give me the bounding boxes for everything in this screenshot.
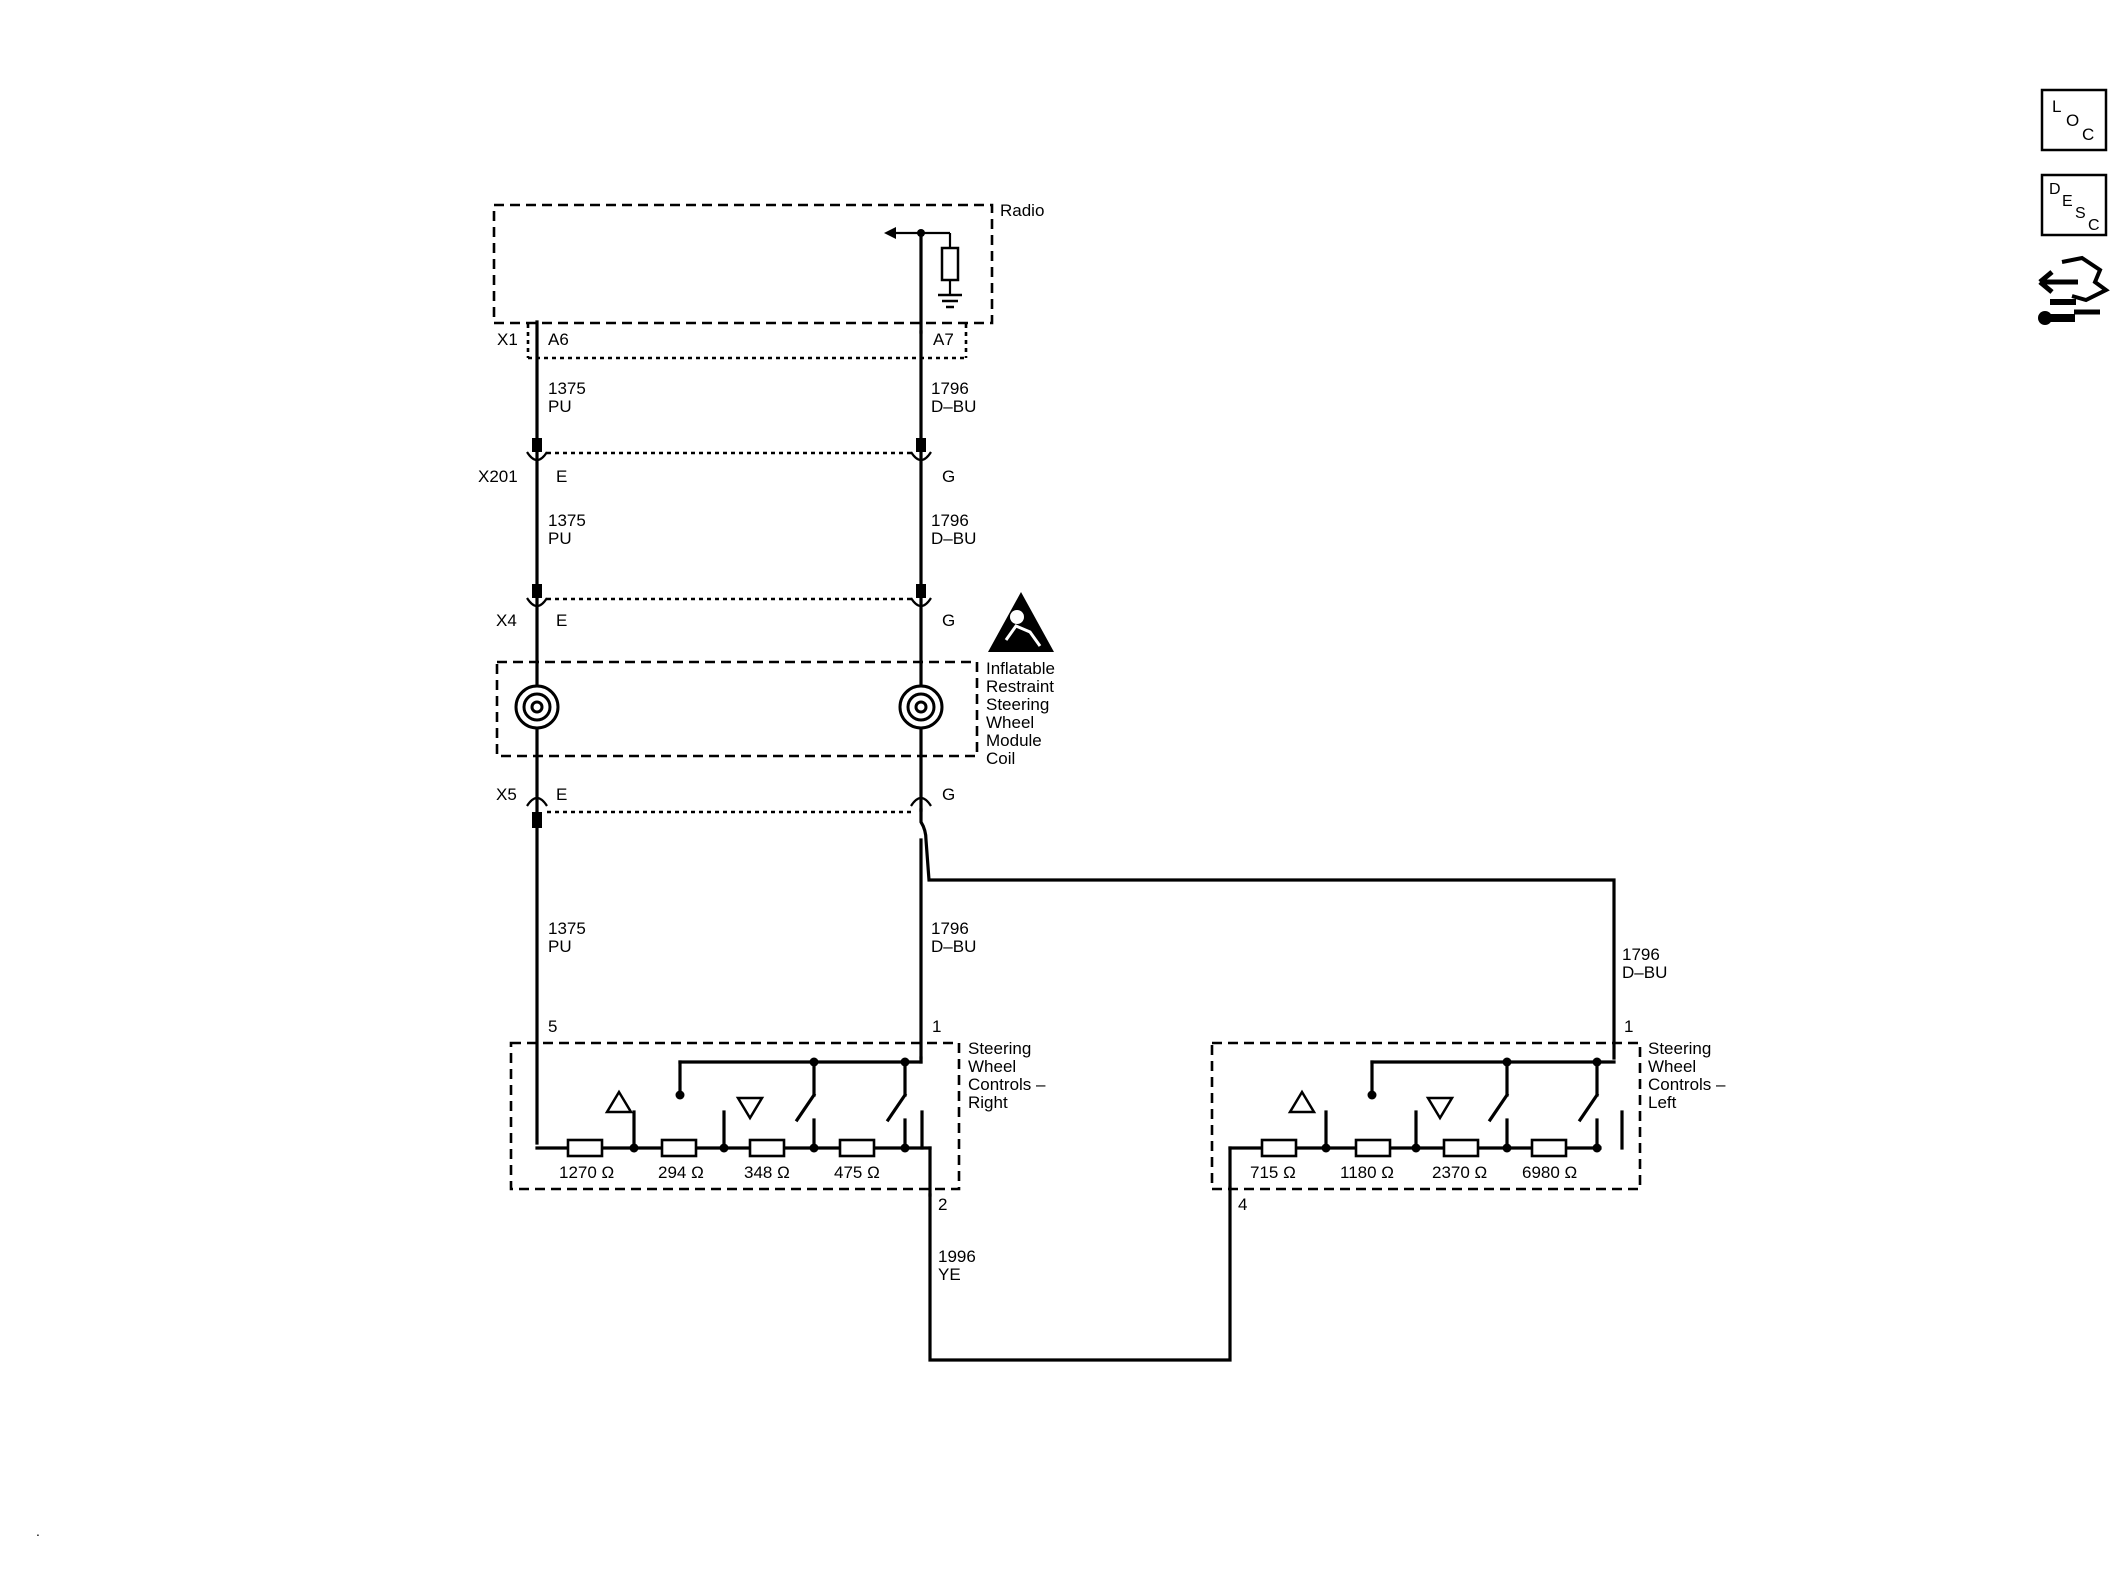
x201-label: X201 (478, 467, 518, 486)
resistor-value: 348 Ω (744, 1163, 790, 1182)
wire-circuit-1375: 1375 (548, 511, 586, 530)
pullup-resistor (940, 246, 960, 282)
x201-pin-g: G (942, 467, 955, 486)
radio-label: Radio (1000, 201, 1044, 220)
swc-left-label-4: Left (1648, 1093, 1677, 1112)
wire-circuit-1796: 1796 (931, 511, 969, 530)
wire-color-dbu: D–BU (931, 529, 976, 548)
switch-icon (1487, 1092, 1510, 1123)
swc-left-label-2: Wheel (1648, 1057, 1696, 1076)
pin-label: 4 (1238, 1195, 1247, 1214)
resistor-715 (1260, 1138, 1298, 1158)
wire-color-dbu: D–BU (1622, 963, 1667, 982)
swc-right-label-3: Controls – (968, 1075, 1046, 1094)
loc-icon[interactable]: L O C (2040, 88, 2108, 152)
wire-1796-dbu-branch (919, 808, 1616, 1060)
loc-letter-l: L (2052, 97, 2061, 116)
x4-pin-g: G (942, 611, 955, 630)
wire-circuit-1796: 1796 (931, 919, 969, 938)
connector-x201: X201 E G (478, 438, 955, 486)
steering-wheel-controls-right: 5 1 Steering Wheel Controls – Right (509, 1017, 1046, 1197)
volume-down-icon (735, 1096, 765, 1121)
swc-right-label-1: Steering (968, 1039, 1031, 1058)
switch-icon (794, 1092, 817, 1123)
swc-right-label-4: Right (968, 1093, 1008, 1112)
volume-down-icon (1425, 1096, 1455, 1121)
arrow-icon (884, 227, 896, 239)
resistor-value: 475 Ω (834, 1163, 880, 1182)
connector-x5: X5 E G (496, 785, 955, 828)
coil-label-line4: Wheel (986, 713, 1034, 732)
coil-right-icon (898, 684, 944, 730)
connector-tool-icon[interactable] (2038, 255, 2110, 325)
desc-letter-c: C (2088, 217, 2100, 234)
radio-module: Radio (492, 201, 1044, 334)
wire-circuit-1996: 1996 (938, 1247, 976, 1266)
resistor-value: 1180 Ω (1340, 1163, 1394, 1182)
wire-circuit-1796: 1796 (1622, 945, 1660, 964)
resistor-1180 (1354, 1138, 1392, 1158)
resistor-value: 1270 Ω (559, 1163, 614, 1182)
footer-mark: . (36, 1523, 40, 1539)
resistor-2370 (1442, 1138, 1480, 1158)
coil-left-icon (514, 684, 560, 730)
wire-1996-ye (928, 1186, 1232, 1362)
swc-left-label-3: Controls – (1648, 1075, 1726, 1094)
swc-right-label-2: Wheel (968, 1057, 1016, 1076)
volume-up-icon (1287, 1089, 1317, 1114)
pin-label: 2 (938, 1195, 947, 1214)
x4-pin-e: E (556, 611, 567, 630)
resistor-value: 715 Ω (1250, 1163, 1296, 1182)
wire-circuit-1375: 1375 (548, 379, 586, 398)
airbag-warning-icon (988, 592, 1054, 652)
resistor-1270 (566, 1138, 604, 1158)
resistor-294 (660, 1138, 698, 1158)
desc-letter-s: S (2075, 205, 2086, 222)
switch-icon (885, 1092, 908, 1123)
wire-circuit-1796: 1796 (931, 379, 969, 398)
x1-pin-a7: A7 (933, 330, 954, 349)
coil-label-line5: Module (986, 731, 1042, 750)
x5-label: X5 (496, 785, 517, 804)
x4-label: X4 (496, 611, 517, 630)
steering-wheel-controls-left: 1 Steering Wheel Controls – Left 715 (1210, 1017, 1726, 1191)
coil-label-line2: Restraint (986, 677, 1054, 696)
desc-icon[interactable]: D E S C (2040, 173, 2108, 237)
x1-pin-a6: A6 (548, 330, 569, 349)
wire-color-pu: PU (548, 529, 572, 548)
coil-label-line6: Coil (986, 749, 1015, 768)
desc-letter-d: D (2049, 181, 2061, 198)
coil-label-line3: Steering (986, 695, 1049, 714)
pin-label: 1 (932, 1017, 941, 1036)
switch-icon (1577, 1092, 1600, 1123)
x1-label: X1 (497, 330, 518, 349)
connector-x1: X1 A6 A7 (497, 324, 968, 360)
resistor-value: 6980 Ω (1522, 1163, 1577, 1182)
wire-color-dbu: D–BU (931, 937, 976, 956)
loc-letter-o: O (2066, 111, 2079, 130)
coil-label-line1: Inflatable (986, 659, 1055, 678)
resistor-475 (838, 1138, 876, 1158)
x201-pin-e: E (556, 467, 567, 486)
pin-label: 5 (548, 1017, 557, 1036)
clockspring-coil: Inflatable Restraint Steering Wheel Modu… (495, 659, 1055, 768)
desc-letter-e: E (2062, 193, 2073, 210)
resistor-value: 2370 Ω (1432, 1163, 1487, 1182)
wire-color-dbu: D–BU (931, 397, 976, 416)
connector-x4: X4 E G (496, 584, 955, 630)
wire-color-pu: PU (548, 937, 572, 956)
wire-circuit-1375: 1375 (548, 919, 586, 938)
wire-color-ye: YE (938, 1265, 961, 1284)
resistor-348 (748, 1138, 786, 1158)
pin-label: 1 (1624, 1017, 1633, 1036)
wire-color-pu: PU (548, 397, 572, 416)
volume-up-icon (604, 1089, 634, 1114)
resistor-6980 (1530, 1138, 1568, 1158)
loc-letter-c: C (2082, 125, 2094, 144)
resistor-value: 294 Ω (658, 1163, 704, 1182)
x5-pin-g: G (942, 785, 955, 804)
x5-pin-e: E (556, 785, 567, 804)
swc-left-label-1: Steering (1648, 1039, 1711, 1058)
